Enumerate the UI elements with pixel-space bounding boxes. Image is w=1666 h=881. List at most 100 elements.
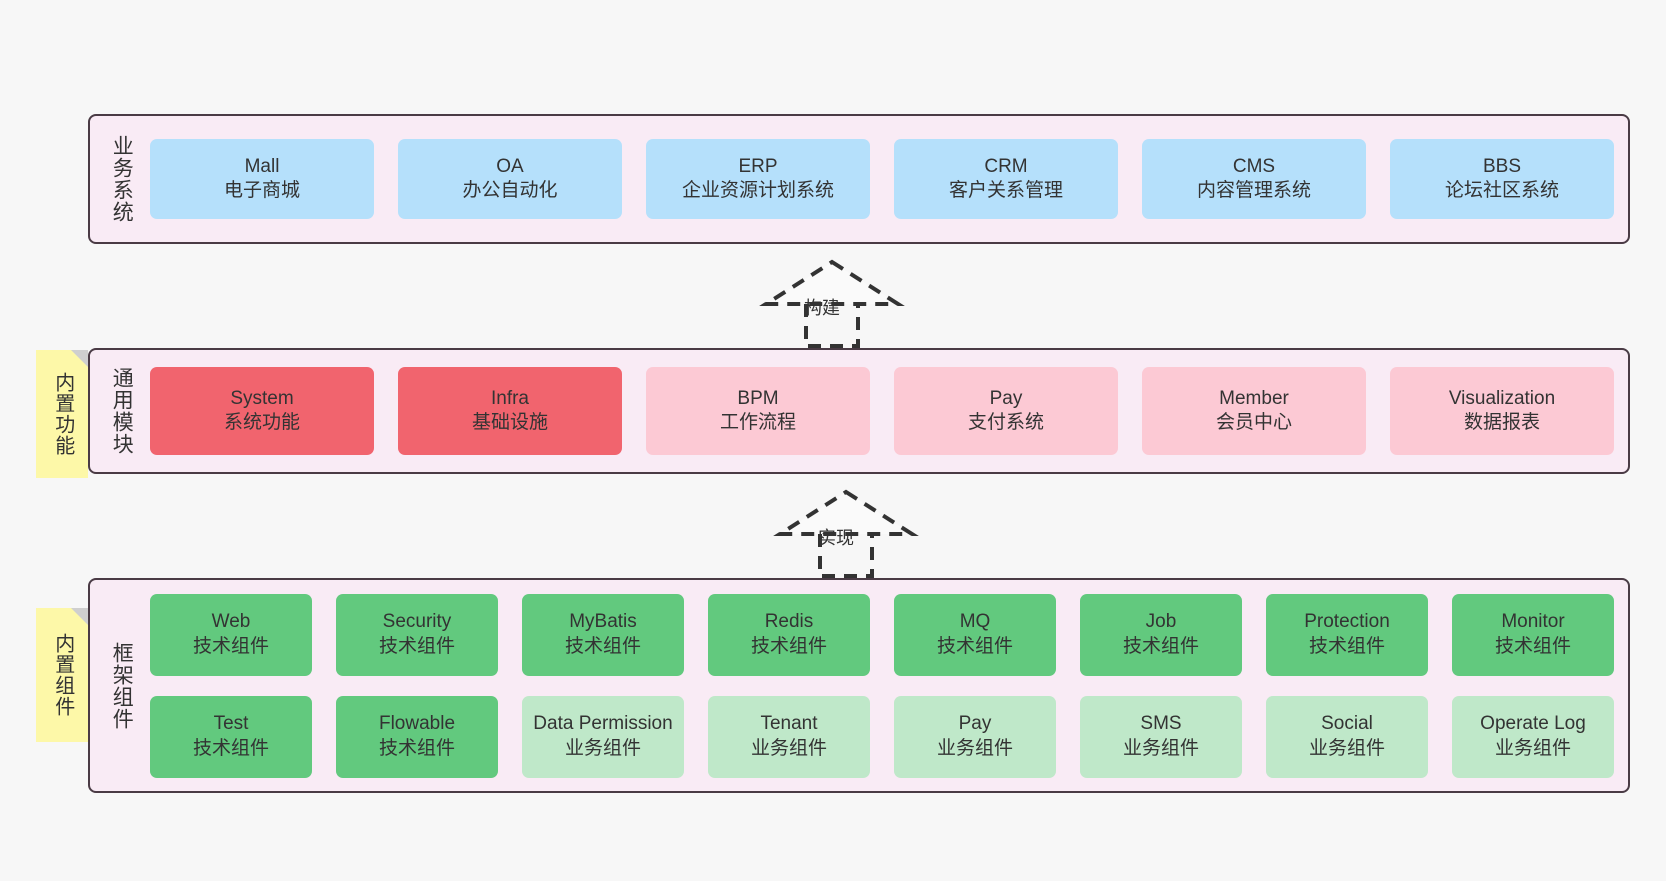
node-job[interactable]: Job 技术组件: [1080, 593, 1242, 676]
node-protection-desc: 技术组件: [1308, 635, 1385, 657]
node-cms-desc: 内容管理系统: [1196, 180, 1311, 201]
node-tenant-name: Tenant: [760, 713, 818, 735]
node-pay-module-name: Pay: [989, 387, 1023, 409]
node-crm-name: CRM: [984, 155, 1028, 177]
node-mybatis[interactable]: MyBatis 技术组件: [522, 593, 684, 676]
node-member-desc: 会员中心: [1215, 412, 1292, 433]
node-mq-name: MQ: [959, 611, 991, 633]
node-visualization[interactable]: Visualization 数据报表: [1390, 367, 1614, 455]
layer-modules-title: 通用模块: [110, 367, 134, 455]
node-crm-desc: 客户关系管理: [948, 180, 1063, 201]
sticky-note-builtin-features[interactable]: 内置功能: [36, 350, 88, 478]
node-system[interactable]: System 系统功能: [150, 367, 374, 455]
page-fold-icon: [71, 608, 88, 625]
node-crm[interactable]: CRM 客户关系管理: [894, 139, 1118, 219]
node-mall-name: Mall: [244, 155, 280, 177]
node-visualization-name: Visualization: [1448, 387, 1556, 409]
node-security[interactable]: Security 技术组件: [336, 593, 498, 676]
connector-implement-shape: [773, 489, 919, 578]
node-monitor-name: Monitor: [1501, 611, 1565, 633]
node-pay-component-name: Pay: [958, 713, 992, 735]
node-job-name: Job: [1145, 611, 1177, 633]
layer-common-modules[interactable]: 通用模块 System 系统功能 Infra 基础设施 BPM 工作流程 Pay…: [88, 348, 1630, 474]
node-sms-desc: 业务组件: [1122, 737, 1199, 759]
node-pay-component-desc: 业务组件: [936, 737, 1013, 759]
node-oa[interactable]: OA 办公自动化: [398, 139, 622, 219]
node-pay-module-desc: 支付系统: [967, 412, 1044, 433]
connector-build-shape: [759, 259, 905, 348]
node-bbs[interactable]: BBS 论坛社区系统: [1390, 139, 1614, 219]
node-social[interactable]: Social 业务组件: [1266, 695, 1428, 778]
node-sms-name: SMS: [1140, 713, 1182, 735]
node-mybatis-name: MyBatis: [569, 611, 637, 633]
connector-build: 构建: [752, 258, 912, 348]
node-mq[interactable]: MQ 技术组件: [894, 593, 1056, 676]
node-oa-desc: 办公自动化: [462, 180, 558, 201]
node-cms-name: CMS: [1232, 155, 1276, 177]
node-data-permission-name: Data Permission: [533, 713, 673, 735]
node-test-name: Test: [213, 713, 249, 735]
layer-framework-components[interactable]: 框架组件 Web 技术组件 Security 技术组件 MyBatis 技术组件: [88, 578, 1630, 793]
node-member-name: Member: [1219, 387, 1289, 409]
node-tenant[interactable]: Tenant 业务组件: [708, 695, 870, 778]
node-redis-name: Redis: [764, 611, 814, 633]
framework-row-technical: Web 技术组件 Security 技术组件 MyBatis 技术组件 Redi…: [150, 593, 1614, 676]
node-security-name: Security: [382, 611, 452, 633]
node-protection-name: Protection: [1304, 611, 1390, 633]
layer-business-body: Mall 电子商城 OA 办公自动化 ERP 企业资源计划系统 CRM 客户关系…: [144, 116, 1628, 242]
node-web[interactable]: Web 技术组件: [150, 593, 312, 676]
node-member[interactable]: Member 会员中心: [1142, 367, 1366, 455]
node-system-name: System: [230, 387, 294, 409]
node-bbs-desc: 论坛社区系统: [1444, 180, 1559, 201]
node-protection[interactable]: Protection 技术组件: [1266, 593, 1428, 676]
node-operate-log-name: Operate Log: [1480, 713, 1586, 735]
node-social-name: Social: [1321, 713, 1373, 735]
sticky-note-builtin-components[interactable]: 内置组件: [36, 608, 88, 742]
node-test[interactable]: Test 技术组件: [150, 695, 312, 778]
module-node-row: System 系统功能 Infra 基础设施 BPM 工作流程 Pay 支付系统…: [150, 367, 1614, 455]
layer-business-title: 业务系统: [110, 135, 134, 223]
sticky-note-builtin-components-label: 内置组件: [51, 633, 74, 717]
node-oa-name: OA: [496, 155, 524, 177]
node-test-desc: 技术组件: [192, 737, 269, 759]
node-mq-desc: 技术组件: [936, 635, 1013, 657]
node-data-permission-desc: 业务组件: [564, 737, 641, 759]
node-bpm[interactable]: BPM 工作流程: [646, 367, 870, 455]
node-mybatis-desc: 技术组件: [564, 635, 641, 657]
node-pay-component[interactable]: Pay 业务组件: [894, 695, 1056, 778]
connector-build-label: 构建: [804, 298, 840, 318]
node-bpm-desc: 工作流程: [719, 412, 796, 433]
node-monitor[interactable]: Monitor 技术组件: [1452, 593, 1614, 676]
node-flowable-desc: 技术组件: [378, 737, 455, 759]
node-sms[interactable]: SMS 业务组件: [1080, 695, 1242, 778]
layer-modules-body: System 系统功能 Infra 基础设施 BPM 工作流程 Pay 支付系统…: [144, 350, 1628, 472]
node-erp[interactable]: ERP 企业资源计划系统: [646, 139, 870, 219]
connector-implement: 实现: [766, 488, 926, 578]
node-data-permission[interactable]: Data Permission 业务组件: [522, 695, 684, 778]
node-flowable-name: Flowable: [378, 713, 456, 735]
connector-implement-label: 实现: [818, 528, 854, 548]
node-tenant-desc: 业务组件: [750, 737, 827, 759]
business-node-row: Mall 电子商城 OA 办公自动化 ERP 企业资源计划系统 CRM 客户关系…: [150, 139, 1614, 219]
layer-business-systems[interactable]: 业务系统 Mall 电子商城 OA 办公自动化 ERP 企业资源计划系统 CRM…: [88, 114, 1630, 244]
node-security-desc: 技术组件: [378, 635, 455, 657]
node-infra[interactable]: Infra 基础设施: [398, 367, 622, 455]
node-erp-desc: 企业资源计划系统: [681, 180, 834, 201]
node-redis-desc: 技术组件: [750, 635, 827, 657]
node-infra-name: Infra: [490, 387, 530, 409]
node-web-desc: 技术组件: [192, 635, 269, 657]
node-pay-module[interactable]: Pay 支付系统: [894, 367, 1118, 455]
framework-row-business: Test 技术组件 Flowable 技术组件 Data Permission …: [150, 695, 1614, 778]
layer-framework-body: Web 技术组件 Security 技术组件 MyBatis 技术组件 Redi…: [144, 580, 1628, 791]
node-flowable[interactable]: Flowable 技术组件: [336, 695, 498, 778]
node-redis[interactable]: Redis 技术组件: [708, 593, 870, 676]
page-fold-icon: [71, 350, 88, 367]
node-mall-desc: 电子商城: [223, 180, 300, 201]
sticky-note-builtin-features-label: 内置功能: [51, 372, 74, 456]
layer-framework-title: 框架组件: [110, 641, 134, 730]
node-cms[interactable]: CMS 内容管理系统: [1142, 139, 1366, 219]
node-operate-log[interactable]: Operate Log 业务组件: [1452, 695, 1614, 778]
node-operate-log-desc: 业务组件: [1494, 737, 1571, 759]
node-mall[interactable]: Mall 电子商城: [150, 139, 374, 219]
